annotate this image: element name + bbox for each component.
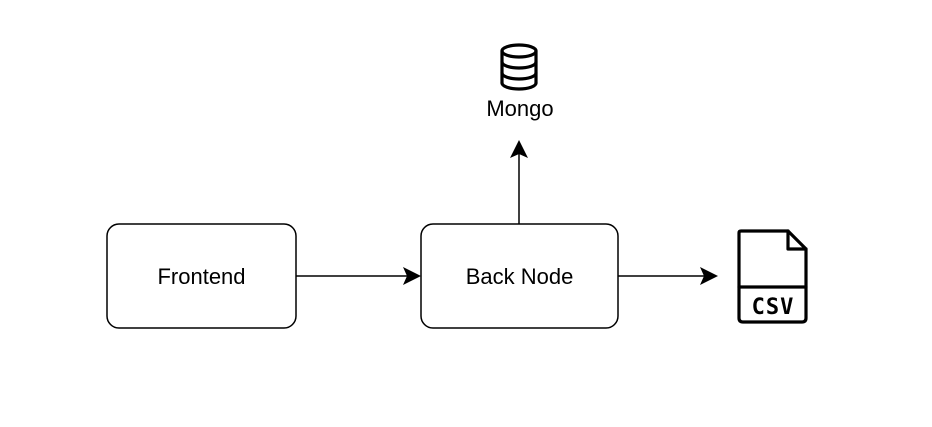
frontend-node[interactable]: Frontend (106, 223, 297, 329)
mongo-label: Mongo (486, 96, 553, 121)
database-icon (500, 43, 538, 91)
edge-frontend-to-back-node (296, 267, 421, 285)
csv-label: CSV (752, 295, 795, 320)
edge-back-node-to-mongo (510, 140, 528, 224)
edge-back-node-to-csv (618, 267, 718, 285)
back-node-node[interactable]: Back Node (420, 223, 619, 329)
back-node-label: Back Node (466, 264, 574, 289)
csv-node[interactable]: CSV (737, 229, 808, 324)
frontend-label: Frontend (157, 264, 245, 289)
csv-file-icon (737, 229, 808, 324)
mongo-node[interactable]: Mongo (486, 43, 554, 121)
